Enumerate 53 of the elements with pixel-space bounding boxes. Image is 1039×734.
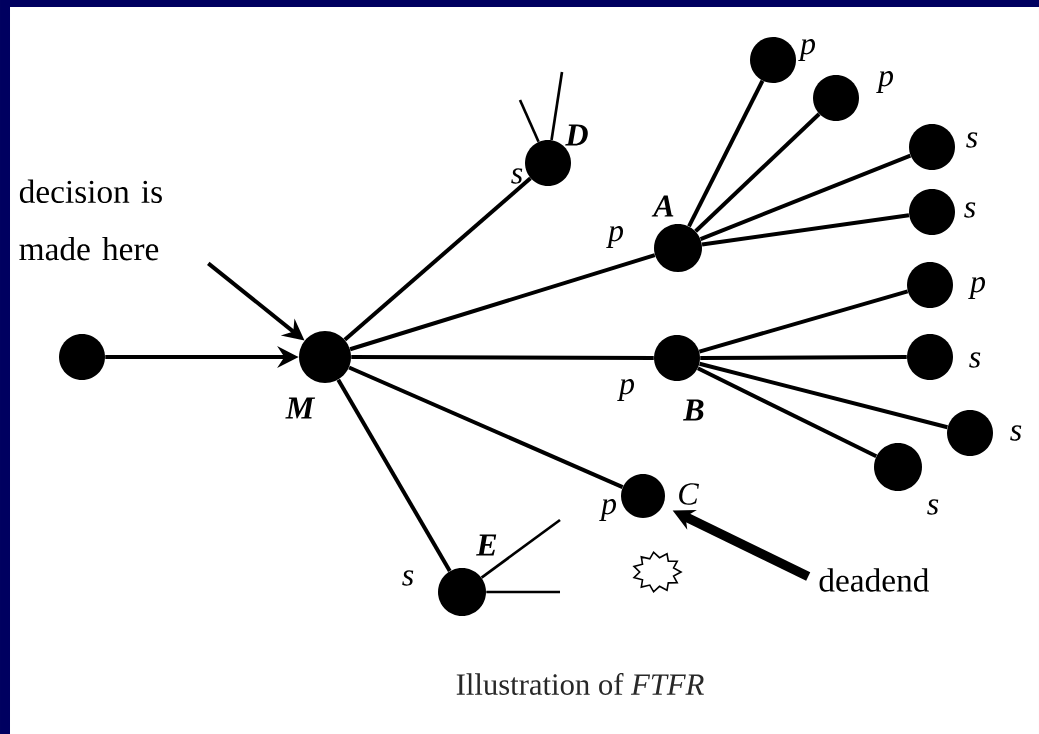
node-label: s bbox=[927, 499, 939, 515]
branch-line bbox=[698, 289, 909, 354]
circle-node bbox=[909, 189, 955, 235]
node-label: D bbox=[565, 124, 588, 146]
node-label: s bbox=[1010, 425, 1022, 441]
circle-node bbox=[59, 334, 105, 380]
node-label: p bbox=[617, 379, 635, 401]
stub-line bbox=[480, 518, 561, 579]
deadend-note: deadend bbox=[819, 568, 929, 592]
decision-note: decision is made here bbox=[19, 179, 162, 261]
circle-node bbox=[947, 410, 993, 456]
branch-line bbox=[694, 112, 821, 233]
node-label: p bbox=[876, 71, 894, 93]
node-label: s bbox=[969, 352, 981, 368]
branch-line bbox=[697, 366, 878, 459]
circle-node bbox=[438, 568, 486, 616]
branch-line bbox=[701, 213, 910, 247]
node-label: M bbox=[285, 397, 316, 419]
branch-line bbox=[349, 253, 656, 352]
stub-line bbox=[518, 99, 540, 143]
stub-line bbox=[550, 71, 564, 141]
circle-node bbox=[813, 75, 859, 121]
branch-line bbox=[687, 79, 765, 228]
node-label: E bbox=[476, 534, 497, 556]
branch-line bbox=[699, 361, 948, 430]
branch-line bbox=[343, 176, 532, 342]
branch-line bbox=[699, 153, 912, 241]
node-label: p bbox=[599, 499, 617, 521]
branch-line bbox=[348, 365, 624, 489]
node-label: s bbox=[964, 202, 976, 218]
node-label: A bbox=[651, 195, 674, 217]
circle-node bbox=[909, 124, 955, 170]
node-label: s bbox=[966, 132, 978, 148]
node-label: s bbox=[511, 168, 523, 184]
circle-node bbox=[750, 37, 796, 83]
circle-node bbox=[654, 224, 702, 272]
circle-node bbox=[299, 331, 351, 383]
node-label: p bbox=[798, 39, 816, 61]
node-label: p bbox=[968, 277, 986, 299]
circle-node bbox=[907, 262, 953, 308]
circle-node bbox=[621, 474, 665, 518]
circle-node bbox=[654, 335, 700, 381]
branch-line bbox=[700, 355, 907, 360]
node-label: p bbox=[606, 226, 624, 248]
circle-node bbox=[907, 334, 953, 380]
node-label: B bbox=[683, 399, 704, 421]
stub-line bbox=[486, 590, 560, 594]
circle-node bbox=[874, 443, 922, 491]
branch-line bbox=[351, 355, 654, 360]
caption: Illustration of FTFR bbox=[456, 673, 704, 695]
node-label: s bbox=[402, 570, 414, 586]
node-label: C bbox=[679, 483, 699, 505]
branch-line bbox=[336, 378, 452, 573]
